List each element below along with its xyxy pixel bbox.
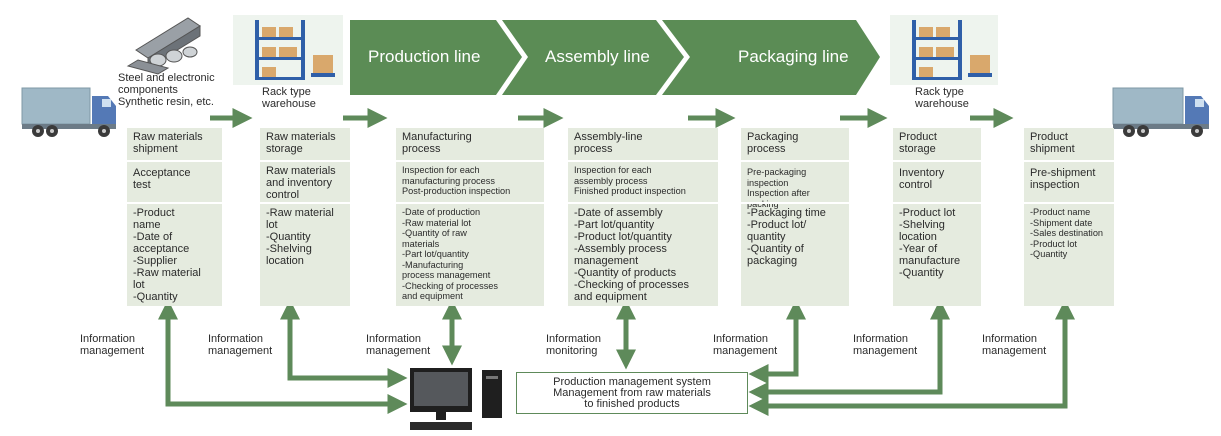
column-check: Inspection for each manufacturing proces… [402, 165, 511, 196]
system-box: Production management system Management … [516, 372, 748, 414]
column-check: Pre-shipment inspection [1030, 167, 1096, 191]
column-check: Inspection for each assembly process Fin… [574, 165, 686, 196]
stage-assembly-label: Assembly line [545, 47, 650, 66]
column-manufacturing-process: Manufacturing process Inspection for eac… [396, 128, 544, 306]
warehouse-left-caption: Rack type warehouse [262, 86, 316, 110]
info-label: Information management [982, 333, 1047, 357]
column-items: -Raw material lot -Quantity -Shelving lo… [266, 207, 334, 267]
column-assembly-line-process: Assembly-line process Inspection for eac… [568, 128, 718, 306]
info-label: Information management [80, 333, 145, 357]
info-arrow [748, 299, 1075, 416]
column-items: -Product lot -Shelving location -Year of… [899, 207, 961, 279]
steel-materials-icon [126, 17, 201, 75]
column-title: Raw materials storage [266, 131, 336, 155]
column-title: Product storage [899, 131, 937, 155]
column-title: Raw materials shipment [133, 131, 203, 155]
info-arrow [280, 299, 408, 388]
column-items: -Date of production -Raw material lot -Q… [402, 207, 499, 301]
column-title: Product shipment [1030, 131, 1075, 155]
column-product-storage: Product storage Inventory control -Produ… [893, 128, 981, 306]
stage-assembly-shape [502, 20, 684, 95]
info-label: Information monitoring [546, 333, 602, 357]
truck-icon [21, 87, 116, 137]
truck-icon [1112, 87, 1209, 137]
stage-production-label: Production line [368, 47, 481, 66]
column-items: -Date of assembly -Part lot/quantity -Pr… [574, 207, 689, 303]
info-label: Information management [713, 333, 778, 357]
column-items: -Product name -Date of acceptance -Suppl… [133, 207, 201, 303]
stage-packaging-shape [662, 20, 880, 95]
column-title: Manufacturing process [402, 131, 472, 155]
column-title: Assembly-line process [574, 131, 643, 155]
column-title: Packaging process [747, 131, 799, 155]
stage-packaging-label: Packaging line [738, 47, 849, 66]
warehouse-right-caption: Rack type warehouse [915, 86, 969, 110]
info-label: Information management [853, 333, 918, 357]
stage-production-shape [350, 20, 522, 95]
materials-caption: Steel and electronic components Syntheti… [118, 72, 215, 108]
column-items: -Packaging time -Product lot/ quantity -… [747, 207, 826, 267]
column-check: Inventory control [899, 167, 945, 191]
column-check: Raw materials and inventory control [266, 165, 336, 201]
column-raw-materials-storage: Raw materials storage Raw materials and … [260, 128, 350, 306]
column-packaging-process: Packaging process Pre-packaging inspecti… [741, 128, 849, 306]
info-arrow [158, 299, 408, 414]
info-label: Information management [366, 333, 431, 357]
rack-warehouse-icon [233, 15, 343, 85]
column-product-shipment: Product shipment Pre-shipment inspection… [1024, 128, 1114, 306]
computer-icon [410, 368, 502, 430]
info-label: Information management [208, 333, 273, 357]
column-items: -Product name -Shipment date -Sales dest… [1030, 207, 1104, 259]
column-check: Acceptance test [133, 167, 191, 191]
rack-warehouse-icon [890, 15, 998, 85]
column-raw-materials-shipment: Raw materials shipment Acceptance test -… [127, 128, 222, 306]
